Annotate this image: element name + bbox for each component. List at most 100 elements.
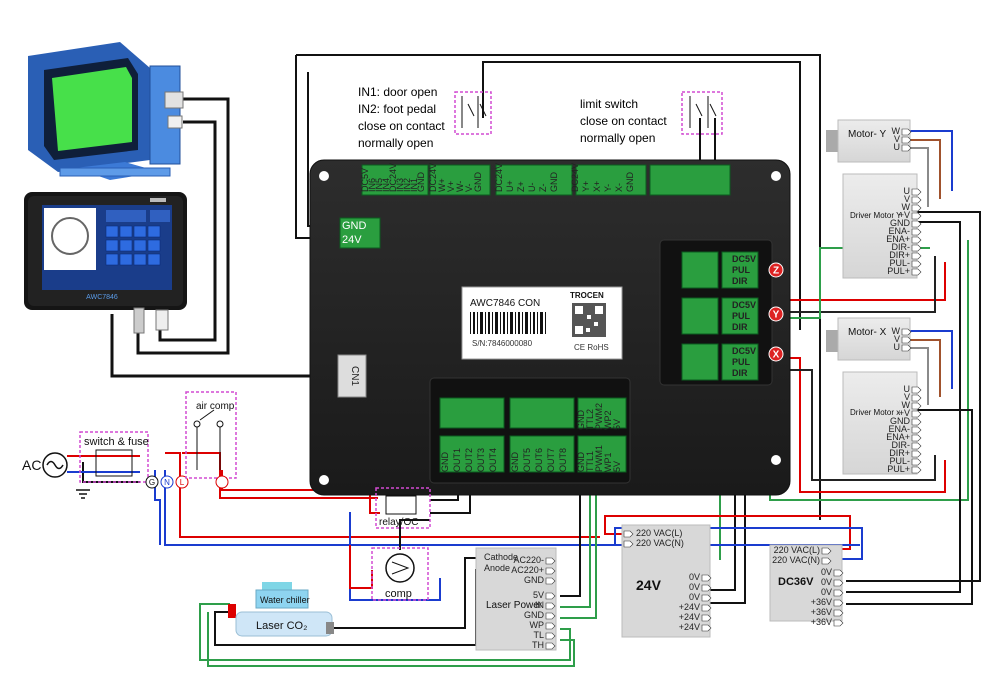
pin-terminal xyxy=(623,540,634,548)
pin-terminal xyxy=(545,642,556,650)
motor-x: Motor- X WVU xyxy=(826,317,912,361)
psu-output-label: 0V xyxy=(821,577,832,587)
controller-model-label: AWC7846 CON xyxy=(470,298,540,309)
top-pin-label: X+ xyxy=(592,181,602,192)
bottom-pin-label: OUT2 xyxy=(464,448,474,472)
laser-power-right-pin: WP xyxy=(530,620,545,630)
axis-terminal-left xyxy=(681,297,719,335)
pin-label: W xyxy=(902,400,911,410)
pin-terminal xyxy=(911,252,922,260)
driver-y: Driver Motor Y UVW+VGNDENA-ENA+DIR-DIR+P… xyxy=(842,173,922,279)
top-pin-label: Y+ xyxy=(581,181,591,192)
pin-label: GND xyxy=(890,218,911,228)
limit-note-line: limit switch xyxy=(580,97,639,111)
pin-terminal xyxy=(545,632,556,640)
top-pin-label: GND xyxy=(416,172,426,193)
laser-power-right-pin: 5V xyxy=(533,590,544,600)
air-comp-label: air comp xyxy=(196,401,235,412)
air-comp: air comp xyxy=(185,391,237,489)
pin-terminal xyxy=(545,592,556,600)
top-pin-label: Y- xyxy=(603,184,613,192)
comp: comp xyxy=(371,547,429,601)
pin-terminal xyxy=(545,577,556,585)
pin-terminal xyxy=(911,458,922,466)
pin-terminal xyxy=(833,569,844,577)
bottom-pin-label: OUT8 xyxy=(558,448,568,472)
ac-source: AC xyxy=(22,452,140,499)
bottom-pin-label: PWM1 xyxy=(594,445,604,472)
pin-terminal xyxy=(901,144,912,152)
bottom-pin-label: OUT7 xyxy=(546,448,556,472)
control-panel: AWC7846 xyxy=(24,192,187,334)
laser-power-left-pin: Anode xyxy=(484,563,510,573)
axis-marker-label: X xyxy=(773,350,780,361)
psu24-inputs: 220 VAC(L)220 VAC(N) xyxy=(623,528,684,548)
cn1-label: CN1 xyxy=(349,366,360,386)
top-pin-label: DC24V xyxy=(388,163,398,192)
driver-y-label: Driver Motor Y xyxy=(850,211,902,220)
pin-label: U xyxy=(894,142,901,152)
psu36-title: DC36V xyxy=(778,576,814,588)
psu-output-label: 0V xyxy=(689,592,700,602)
pin-terminal xyxy=(911,394,922,402)
switch-fuse-label: switch & fuse xyxy=(84,436,149,448)
pin-terminal xyxy=(701,594,712,602)
axis-pin-label: DIR xyxy=(732,276,748,286)
cert-label: CE RoHS xyxy=(574,343,609,352)
relay-label: relay/OC xyxy=(379,517,418,528)
water-chiller: Water chiller xyxy=(255,582,310,609)
top-pin-label: X- xyxy=(614,183,624,192)
pin-terminal xyxy=(545,557,556,565)
relay-oc: relay/OC xyxy=(375,487,431,529)
in-switch-note: IN1: door open IN2: foot pedal close on … xyxy=(358,84,445,152)
pin-label: ENA+ xyxy=(886,432,910,442)
top-pin-label: IN2 xyxy=(402,178,412,192)
psu-output-label: +24V xyxy=(679,622,700,632)
psu-output-label: +24V xyxy=(679,612,700,622)
top-pin-label: W- xyxy=(455,181,465,192)
axis-marker-circle xyxy=(768,306,784,322)
top-pin-label: Z+ xyxy=(516,181,526,192)
pin-terminal xyxy=(911,260,922,268)
pin-label: U xyxy=(894,342,901,352)
psu-24v: 24V 220 VAC(L)220 VAC(N) 0V0V0V+24V+24V+… xyxy=(621,524,712,638)
pin-terminal xyxy=(911,410,922,418)
top-pin-label: GND xyxy=(625,172,635,193)
laser-power-left-pin: Cathode xyxy=(484,552,518,562)
top-pin-label: DC24V xyxy=(494,163,504,192)
psu-input-label: 220 VAC(L) xyxy=(774,545,820,555)
pin-label: W xyxy=(892,326,901,336)
top-pin-label: GND xyxy=(473,172,483,193)
pin-terminal xyxy=(623,530,634,538)
axis-marker-label: Z xyxy=(773,266,779,277)
pin-terminal xyxy=(833,589,844,597)
pin-label: W xyxy=(902,202,911,212)
pin-terminal xyxy=(821,547,832,555)
pin-label: W xyxy=(892,126,901,136)
pin-terminal xyxy=(911,418,922,426)
pin-terminal xyxy=(833,579,844,587)
pin-terminal xyxy=(911,188,922,196)
pin-terminal xyxy=(901,344,912,352)
bottom-top-pin-label: WP2 xyxy=(603,410,613,430)
axis-pin-label: DIR xyxy=(732,322,748,332)
axis-pin-label: DC5V xyxy=(732,254,756,264)
driver-x: Driver Motor x UVW+VGNDENA-ENA+DIR-DIR+P… xyxy=(842,371,922,475)
pin-terminal xyxy=(901,136,912,144)
laser-power-right-pin: IN xyxy=(535,600,544,610)
pin-label: DIR+ xyxy=(889,448,910,458)
pin-terminal xyxy=(911,268,922,276)
bottom-top-pin-label: TTL2 xyxy=(585,409,595,430)
computer-icon xyxy=(28,42,184,180)
psu-input-label: 220 VAC(L) xyxy=(636,528,682,538)
serial-label: S/N:7846000080 xyxy=(472,339,533,348)
axis-pin-label: PUL xyxy=(732,357,751,367)
pin-terminal xyxy=(911,228,922,236)
